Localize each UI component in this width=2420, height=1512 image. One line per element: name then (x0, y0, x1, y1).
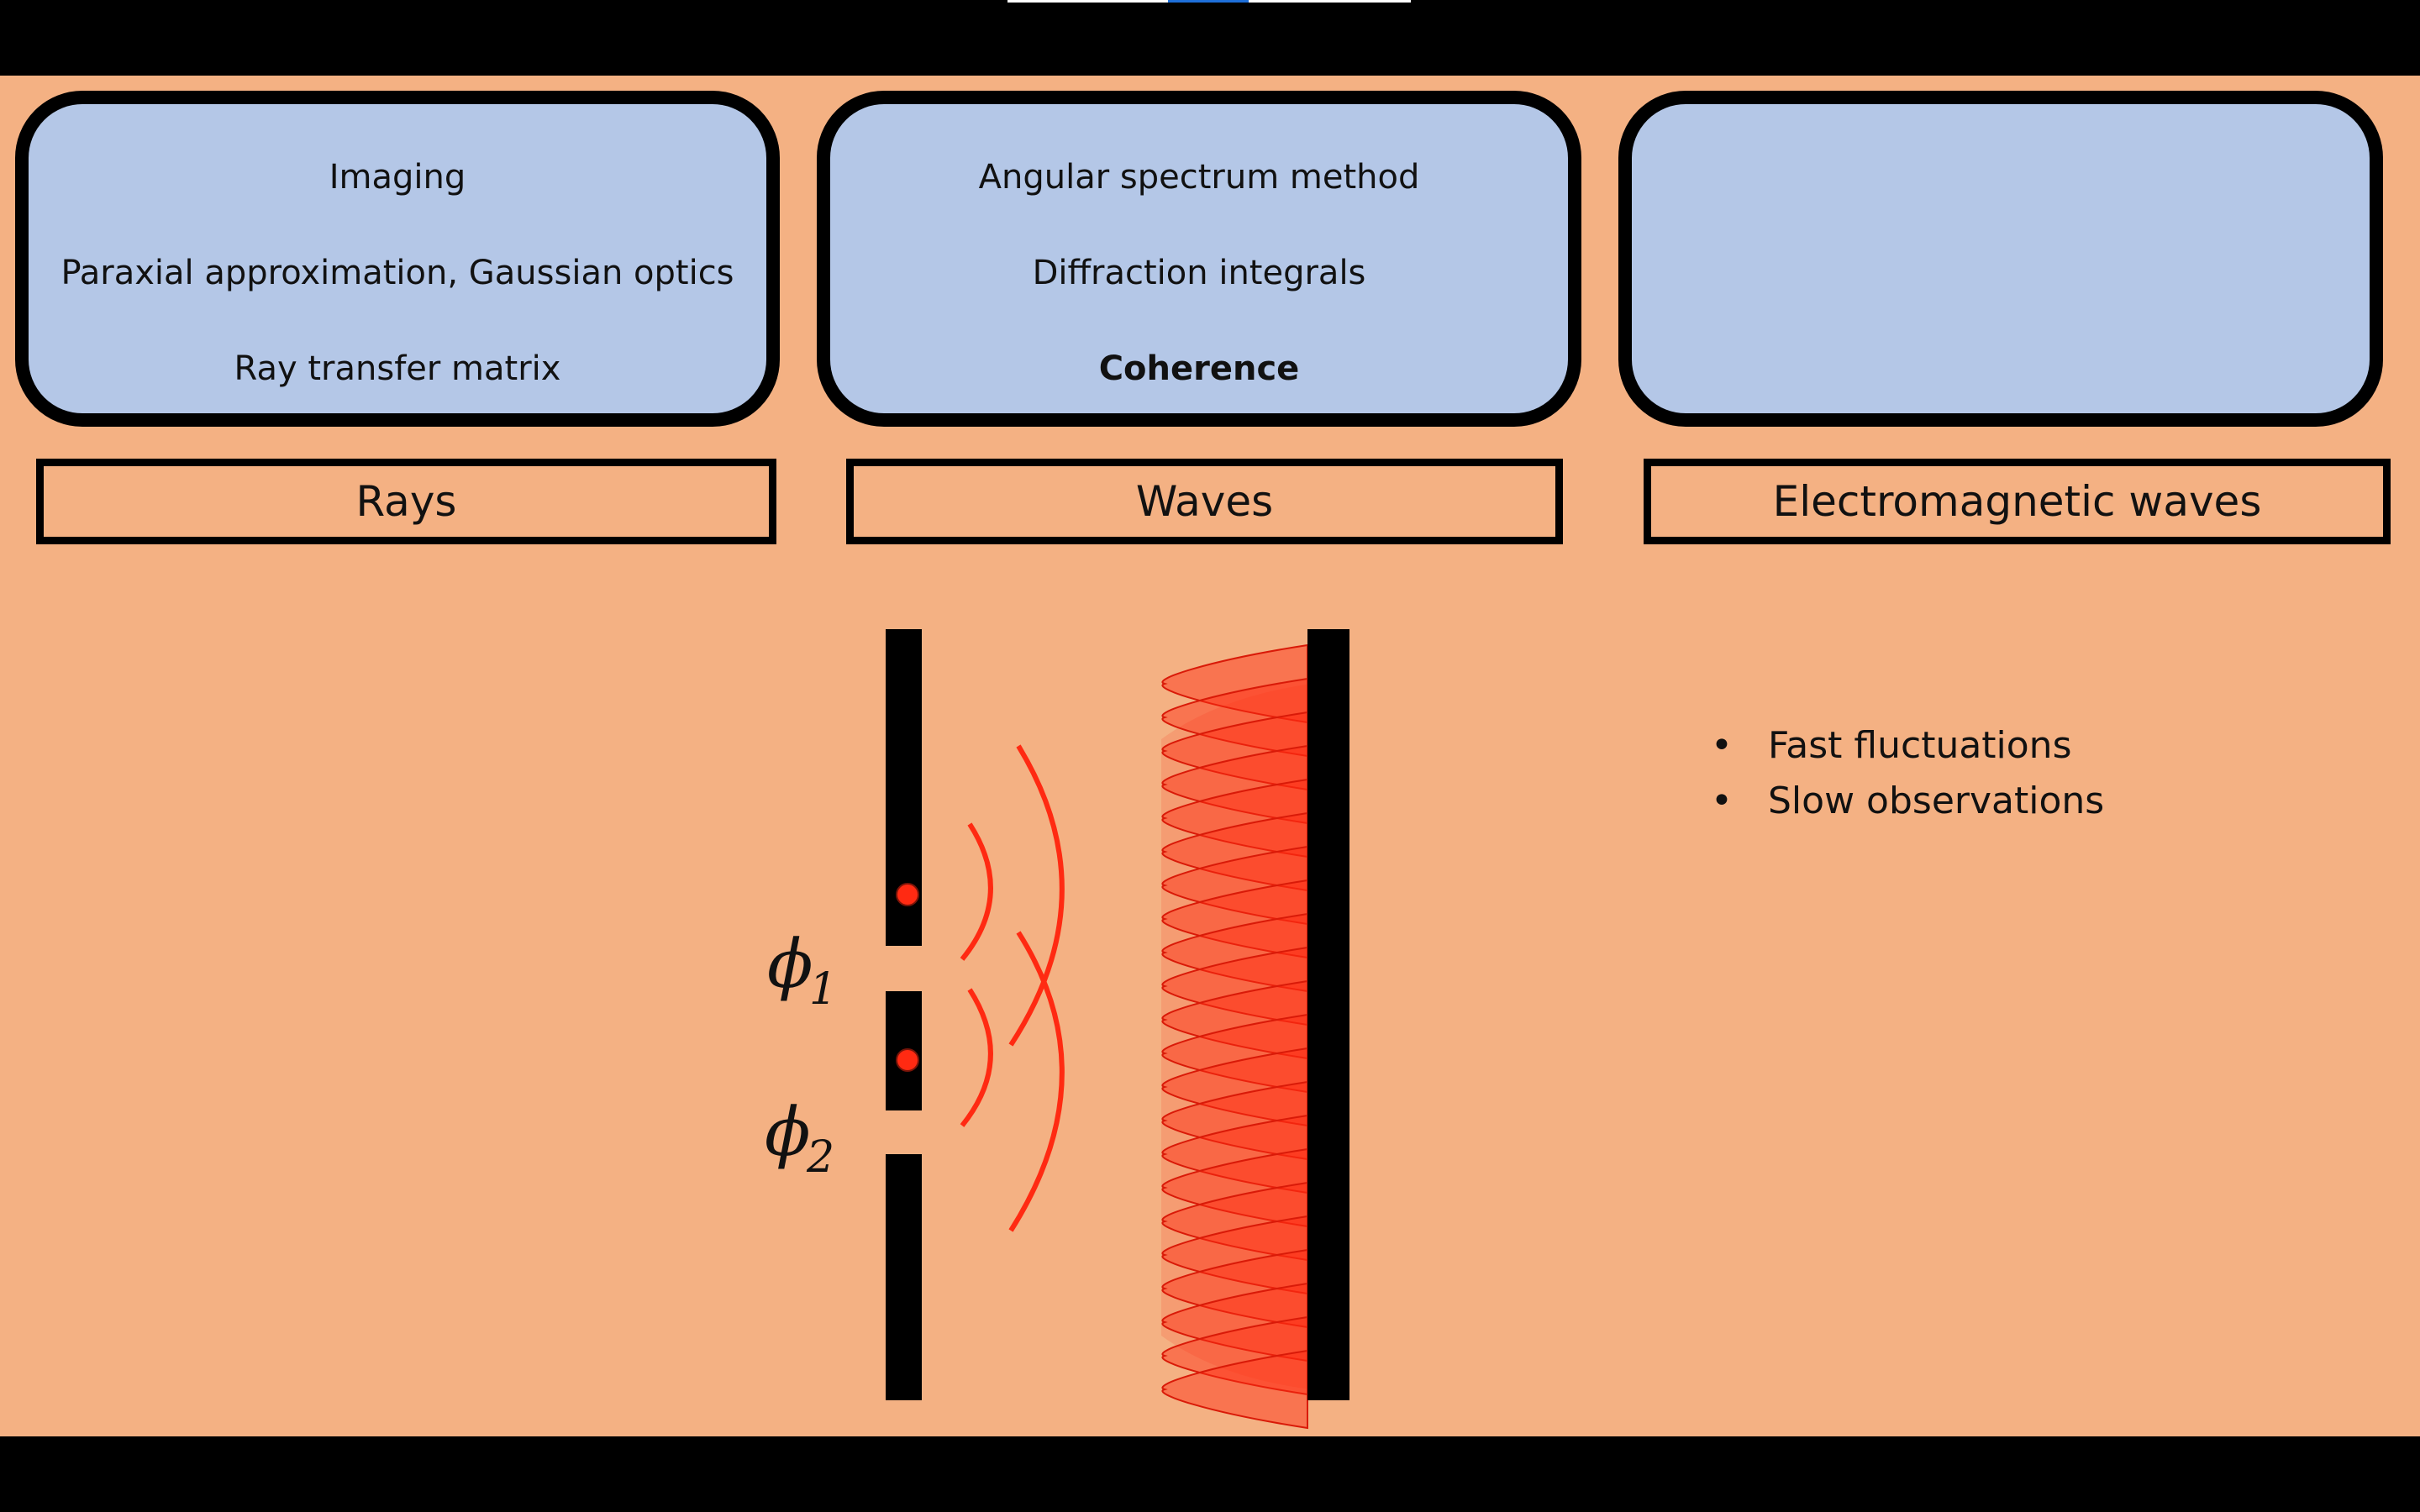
fringe-envelope (1161, 684, 1311, 1389)
topic-item-coherence: Coherence (1098, 349, 1300, 388)
fringe-lobe (1161, 1315, 1308, 1396)
bullet-slow-observations: Slow observations (1706, 774, 2104, 829)
fringe-lobe (1161, 1147, 1308, 1228)
fringe-lobe (1161, 1047, 1308, 1127)
phi1-subscript: 1 (809, 964, 837, 1015)
fringe-lobe (1161, 946, 1308, 1026)
fringe-lobe (1161, 1080, 1308, 1161)
bullet-list: Fast fluctuations Slow observations (1706, 718, 2104, 829)
topic-item-angular-spectrum: Angular spectrum method (978, 158, 1420, 197)
fringe-lobe (1161, 711, 1308, 791)
source-point-1 (896, 883, 919, 906)
wavefront-2-outer (1008, 931, 1065, 1232)
fringe-lobe (1161, 1181, 1308, 1262)
source-point-2 (896, 1048, 919, 1072)
fringe-lobe (1161, 1215, 1308, 1295)
wavefront-1-inner (960, 822, 993, 961)
phi1-symbol: ϕ (767, 925, 813, 1003)
waves-topic-box: Angular spectrum method Diffraction inte… (817, 91, 1581, 427)
topic-item-paraxial: Paraxial approximation, Gaussian optics (60, 254, 734, 292)
wavefront-1-outer (1008, 744, 1065, 1047)
electromagnetic-topic-box (1618, 91, 2383, 427)
label-rays: Rays (36, 459, 776, 544)
fringe-lobe (1161, 677, 1308, 758)
rays-topic-box: Imaging Paraxial approximation, Gaussian… (15, 91, 780, 427)
fringe-lobe (1161, 778, 1308, 858)
topic-item-imaging: Imaging (329, 158, 466, 197)
video-progress-indicator[interactable] (1168, 0, 1249, 3)
phi2-symbol: ϕ (765, 1093, 811, 1171)
detection-screen (1307, 629, 1349, 1400)
fringe-lobe (1161, 1349, 1308, 1430)
fringe-lobe (1161, 1282, 1308, 1362)
fringe-lobe (1161, 1013, 1308, 1094)
phi2-subscript: 2 (806, 1132, 834, 1183)
slit-barrier (886, 629, 922, 1400)
wavefronts (960, 744, 1065, 1232)
fringe-lobe (1161, 1114, 1308, 1194)
topic-item-diffraction-integrals: Diffraction integrals (1032, 254, 1366, 292)
video-bottom-bar (0, 1436, 2420, 1512)
fringe-lobe (1161, 879, 1308, 959)
fringe-lobe (1161, 979, 1308, 1060)
fringe-lobe (1161, 643, 1308, 724)
fringe-lobe (1161, 912, 1308, 993)
interference-pattern (1161, 643, 1311, 1430)
fringe-lobe (1161, 811, 1308, 892)
video-top-bar (0, 0, 2420, 76)
fringe-lobe (1161, 845, 1308, 926)
slide: Imaging Paraxial approximation, Gaussian… (0, 76, 2420, 1436)
fringe-lobe (1161, 1248, 1308, 1329)
label-waves: Waves (846, 459, 1563, 544)
fringe-lobe (1161, 744, 1308, 825)
double-slit-diagram: ϕ 1 ϕ 2 (765, 629, 1349, 1430)
wavefront-2-inner (960, 988, 993, 1127)
bullet-fast-fluctuations: Fast fluctuations (1706, 718, 2104, 774)
label-electromagnetic-waves: Electromagnetic waves (1644, 459, 2391, 544)
topic-item-ray-transfer-matrix: Ray transfer matrix (234, 349, 561, 388)
